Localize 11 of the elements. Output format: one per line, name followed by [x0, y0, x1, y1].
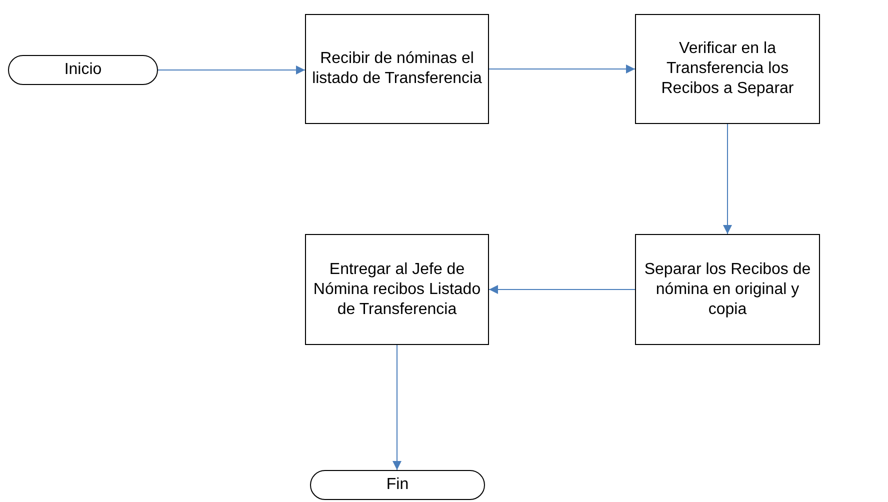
- process-box: Verificar en la Transferencia los Recibos a Separar: [635, 14, 820, 124]
- arrow: [488, 64, 636, 74]
- arrow: [392, 344, 402, 470]
- process-box: Separar los Recibos de nómina en original y copia: [635, 234, 820, 345]
- arrow: [488, 285, 636, 294]
- terminal-shape: Inicio: [8, 55, 158, 85]
- arrow: [723, 124, 732, 234]
- process-box: Recibir de nóminas el listado de Transferencia: [305, 14, 489, 124]
- process-box: Entregar al Jefe de Nómina recibos Listado de Transferencia: [305, 234, 489, 345]
- terminal-shape: Fin: [310, 470, 485, 500]
- arrow: [158, 66, 306, 74]
